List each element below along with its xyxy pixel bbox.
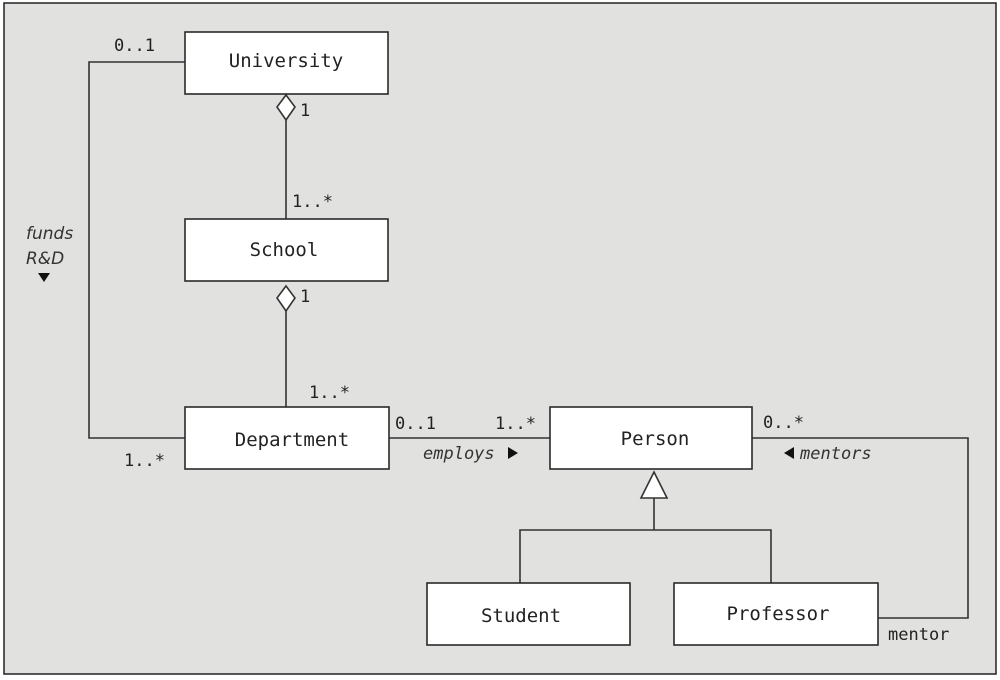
edge-generalization-student: [519, 529, 772, 583]
edge-funds: [88, 61, 185, 439]
class-school[interactable]: School: [184, 218, 389, 282]
diagram-frame: [3, 2, 997, 675]
multiplicity-school-department-part: 1..*: [309, 383, 350, 403]
class-person[interactable]: Person: [549, 406, 753, 470]
multiplicity-funds-university: 0..1: [114, 36, 155, 56]
multiplicity-funds-department: 1..*: [124, 451, 165, 471]
association-label-funds: funds: [26, 224, 73, 244]
multiplicity-school-department-whole: 1: [300, 287, 310, 307]
multiplicity-university-school-part: 1..*: [292, 192, 333, 212]
multiplicity-employs-department: 0..1: [395, 414, 436, 434]
association-label-employs: employs: [423, 444, 495, 464]
class-university[interactable]: University: [184, 31, 389, 95]
class-name-professor: Professor: [727, 603, 830, 625]
class-box-school[interactable]: [184, 218, 389, 282]
multiplicity-university-school-whole: 1: [300, 101, 310, 121]
class-box-professor[interactable]: [673, 582, 879, 646]
triangle-right-icon: [508, 447, 518, 459]
multiplicity-employs-person: 1..*: [495, 414, 536, 434]
triangle-down-icon: [38, 273, 50, 282]
role-label-mentor: mentor: [888, 625, 949, 645]
class-box-student[interactable]: [426, 582, 631, 646]
multiplicity-mentors-person: 0..*: [763, 413, 804, 433]
class-student[interactable]: Student: [426, 582, 631, 646]
aggregation-diamond-school: [276, 284, 296, 313]
class-name-student: Student: [481, 605, 561, 627]
association-label-mentors: mentors: [799, 444, 872, 464]
edge-mentors: [752, 437, 969, 619]
class-box-department[interactable]: [184, 406, 390, 470]
class-box-person[interactable]: [549, 406, 753, 470]
class-department[interactable]: Department: [184, 406, 390, 470]
class-name-department: Department: [235, 429, 349, 451]
class-name-university: University: [229, 50, 343, 72]
class-box-university[interactable]: [184, 31, 389, 95]
aggregation-diamond-university: [276, 93, 296, 122]
triangle-left-icon: [784, 447, 794, 459]
class-name-person: Person: [621, 428, 690, 450]
class-name-school: School: [250, 239, 319, 261]
generalization-triangle: [639, 470, 669, 499]
class-professor[interactable]: Professor: [673, 582, 879, 646]
association-label-rnd: R&D: [26, 249, 64, 269]
